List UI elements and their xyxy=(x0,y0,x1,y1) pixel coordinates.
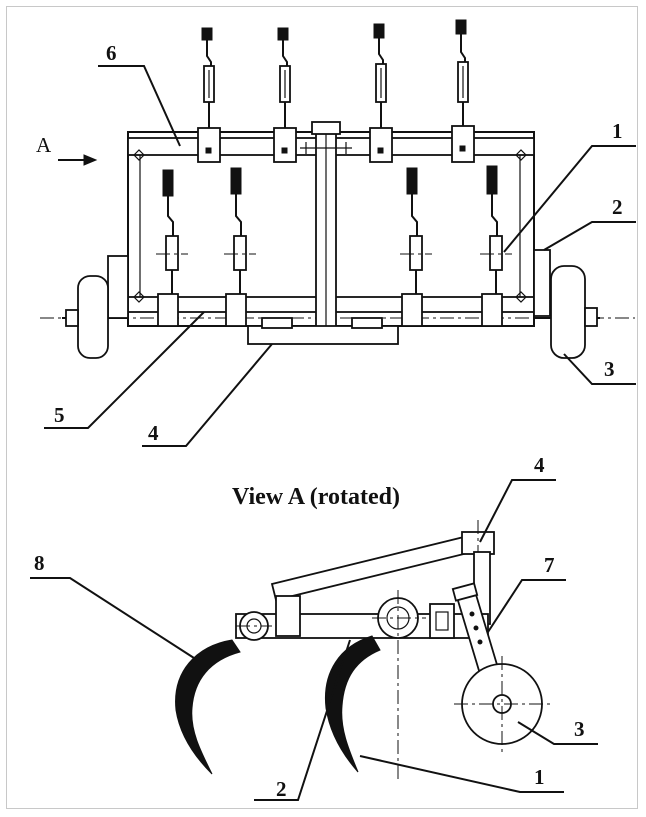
callout-6: 6 xyxy=(106,41,117,65)
callout-4-bottom: 4 xyxy=(534,453,545,477)
leader-3-bottom xyxy=(517,721,598,745)
callout-7: 7 xyxy=(544,553,555,577)
callout-2-top: 2 xyxy=(612,195,623,219)
callout-8: 8 xyxy=(34,551,45,575)
leader-7 xyxy=(487,579,566,633)
front-tines xyxy=(197,19,475,163)
leader-2-top xyxy=(543,221,636,251)
leader-1-top xyxy=(503,145,636,253)
left-wheel xyxy=(77,275,109,359)
leader-4-top xyxy=(142,343,273,447)
leader-3-top xyxy=(563,353,636,385)
side-view: 8 4 7 3 1 2 xyxy=(30,453,598,801)
right-hub xyxy=(584,307,598,327)
callout-3-bottom: 3 xyxy=(574,717,585,741)
leader-8 xyxy=(30,577,195,659)
upper-link xyxy=(270,534,474,602)
leader-4-bottom xyxy=(479,479,556,543)
callout-4-top: 4 xyxy=(148,421,159,445)
tine-middle xyxy=(324,635,381,773)
view-title: View A (rotated) xyxy=(232,484,400,510)
leader-1-bottom xyxy=(359,755,564,793)
leader-6 xyxy=(98,65,181,147)
leader-2-bottom xyxy=(254,639,351,801)
left-wheel-bracket xyxy=(107,255,129,319)
view-arrow-label: A xyxy=(36,133,52,157)
left-hub xyxy=(65,309,79,327)
callout-5: 5 xyxy=(54,403,65,427)
rear-tines xyxy=(156,165,512,327)
top-view: A 6 1 2 3 4 5 xyxy=(36,19,636,447)
right-wheel xyxy=(550,265,586,359)
hitch-plate xyxy=(247,325,399,345)
callout-3-top: 3 xyxy=(604,357,615,381)
callout-2-bottom: 2 xyxy=(276,777,287,801)
right-wheel-bracket xyxy=(533,249,551,317)
leader-5 xyxy=(44,311,205,429)
callout-1-top: 1 xyxy=(612,119,623,143)
tine-left xyxy=(175,639,241,775)
callout-1-bottom: 1 xyxy=(534,765,545,789)
